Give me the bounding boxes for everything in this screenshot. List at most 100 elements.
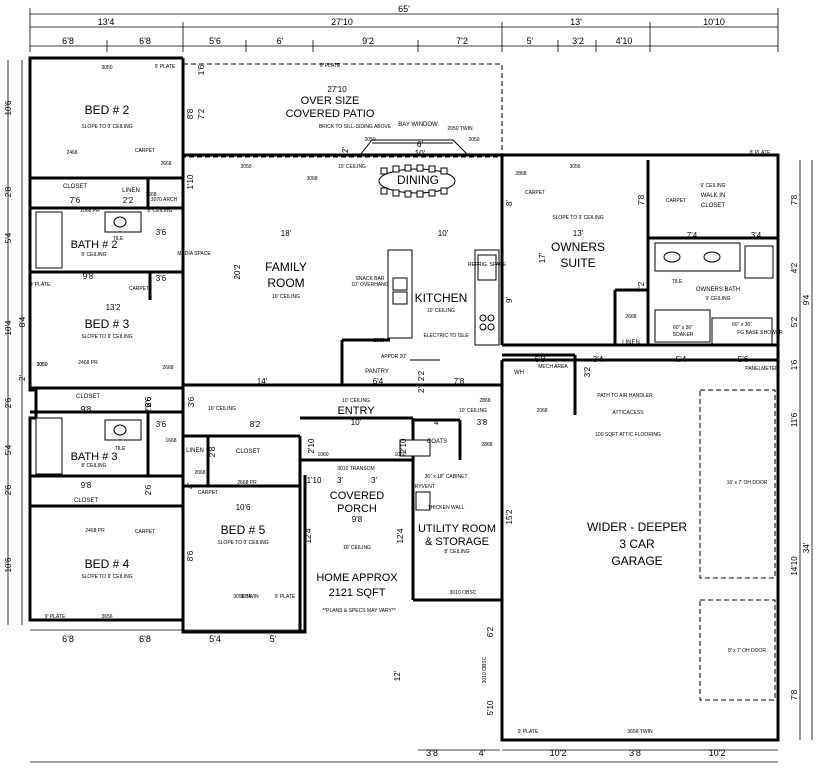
ceiling-note-3: 10' CEILING <box>459 408 487 414</box>
home-approx: HOME APPROX <box>316 572 398 584</box>
wic-label-2: CLOSET <box>701 203 725 209</box>
wcode-19: 2068 <box>194 470 205 476</box>
bed2-label: BED # 2 <box>85 103 130 117</box>
linen3-label: LINEN <box>186 448 204 454</box>
misc-dim-30: 8'8 <box>186 108 195 119</box>
disclaimer: **PLANS & SPECS MAY VARY** <box>322 608 396 614</box>
wcode-25: 1060 <box>317 452 328 458</box>
bath2-tile: TILE <box>113 236 124 242</box>
family-ceiling: 10' CEILING <box>272 294 300 300</box>
dimension-labels: 65' 13'4 27'10 13' 10'10 6'8 6'8 5'6 6' … <box>4 4 811 758</box>
garage-label-3: GARAGE <box>611 554 662 568</box>
porch-label-1: COVERED <box>330 490 384 502</box>
garage-depth: 15'2 <box>505 509 514 524</box>
top-sub-5: 9'2 <box>362 36 374 46</box>
bed3-label: BED # 3 <box>85 317 130 331</box>
soaker-size: 60" x 36" <box>673 325 693 331</box>
window-codes: 3050 3050 2050 2050 3050 3050 TWIN 3056 … <box>36 65 653 735</box>
plate-note-3: 8' PLATE <box>750 150 771 156</box>
shower-size: 60" x 36" <box>732 322 752 328</box>
dimension-lines <box>7 8 813 763</box>
bed2-linen: LINEN <box>122 188 140 194</box>
wcode-9: 2868 <box>515 171 526 177</box>
plate-note-7: 9' PLATE <box>30 282 51 288</box>
right-dim-1: 7'8 <box>790 194 799 205</box>
wcode-6: 3056 <box>569 164 580 170</box>
bottom-dim-7: 10'2 <box>709 748 726 758</box>
bath-fixtures <box>35 211 774 511</box>
inner-dimensions: 27'10 18' 10' 20'2 14' 13' 17' 10' 4' 9'… <box>70 85 762 561</box>
misc-dim-33: 2' <box>341 147 350 153</box>
bottom-dim-1: 6'8 <box>62 634 74 644</box>
left-dim-1: 10'6 <box>4 100 13 115</box>
bath3-tile: TILE <box>115 446 126 452</box>
top-sub-7: 5' <box>527 36 534 46</box>
bed4-closet: CLOSET <box>74 498 98 504</box>
misc-dim-14: 6'2 <box>486 626 495 637</box>
right-dim-8: 14'10 <box>790 556 799 576</box>
porch-width: 9'8 <box>352 515 363 524</box>
path-air-handler: PATH TO AIR HANDLER <box>597 393 653 399</box>
bed3-closet: CLOSET <box>76 394 100 400</box>
bath3-width: 9'8 <box>81 481 92 490</box>
wcode-12: 2668 <box>160 161 171 167</box>
garage-label-2: 3 CAR <box>619 537 655 551</box>
wic-carpet: CARPET <box>666 198 686 204</box>
bed2-carpet: CARPET <box>135 148 155 154</box>
wcode-32: 3056 <box>240 594 251 600</box>
utility-cabinet: 36" x 18" CABINET <box>424 474 467 480</box>
left-dim-6: 2' <box>18 375 27 381</box>
kitchen-width: 10' <box>438 229 449 238</box>
misc-dim-22: 9' <box>505 297 514 303</box>
wcode-30: 3070 ARCH <box>151 197 178 203</box>
entry-label: ENTRY <box>337 405 375 417</box>
owners-carpet: CARPET <box>525 190 545 196</box>
right-dim-6: 11'6 <box>790 412 799 427</box>
owners-width: 13' <box>573 229 584 238</box>
ob-split-2: 5'4 <box>676 355 687 364</box>
entry-width: 10' <box>351 418 362 427</box>
misc-dim-13: 12'4 <box>396 528 405 543</box>
wcode-17: 2068 <box>536 408 547 414</box>
misc-dim-9: 1'10 <box>307 476 322 485</box>
mech-area: MECH AREA <box>538 364 568 370</box>
top-sub-6: 7'2 <box>456 36 468 46</box>
kitchen-label: KITCHEN <box>415 291 468 305</box>
misc-dim-12: 12'4 <box>304 528 313 543</box>
family-width: 18' <box>281 229 292 238</box>
top-sub-2: 6'8 <box>139 36 151 46</box>
right-dim-4: 5'2 <box>790 316 799 327</box>
misc-dim-16: 12' <box>393 670 402 681</box>
misc-dim-29: 2'6 <box>144 402 153 413</box>
misc-dim-6: 3'6 <box>187 396 196 407</box>
wcode-0: 3050 <box>101 65 112 71</box>
attic-flooring: 100 SQFT ATTIC FLOORING <box>595 432 661 438</box>
bed5-depth: 8'6 <box>186 550 195 561</box>
porch-ceiling: 10' CEILING <box>343 545 371 551</box>
snack-overhang: 10" OVERHANG <box>351 282 388 288</box>
owners-bath-tile: TILE <box>672 279 683 285</box>
wcode-16: 2468 PR <box>85 528 105 534</box>
garage-label-1: WIDER - DEEPER <box>587 520 687 534</box>
garage-door-2: 8' x 7' OH DOOR <box>728 648 766 654</box>
wcode-13: 2668 <box>162 365 173 371</box>
misc-dim-18: 6'8 <box>535 355 546 364</box>
family-label-1: FAMILY <box>265 260 307 274</box>
right-dim-5: 1'6 <box>790 359 799 370</box>
porch-label-2: PORCH <box>337 503 377 515</box>
bed2-closet-width: 7'6 <box>70 196 81 205</box>
ceiling-note-1: 10' CEILING <box>208 406 236 412</box>
misc-dim-36: 2' <box>417 387 426 393</box>
bed4-carpet: CARPET <box>135 529 155 535</box>
owners-depth: 17' <box>538 252 547 263</box>
garage-door-1: 16' x 7' OH DOOR <box>727 480 768 486</box>
right-dim-7: 34' <box>802 542 811 553</box>
wcode-14: 2468 <box>66 150 77 156</box>
wcode-27: 3656 <box>101 614 112 620</box>
left-dim-2: 2'8 <box>4 186 13 197</box>
appdr: APPDR 20" <box>381 354 407 360</box>
panel-meter: PANELMETER <box>745 366 779 372</box>
misc-dim-32: 1'6 <box>197 64 206 75</box>
left-dim-4: 10'4 <box>4 320 13 335</box>
